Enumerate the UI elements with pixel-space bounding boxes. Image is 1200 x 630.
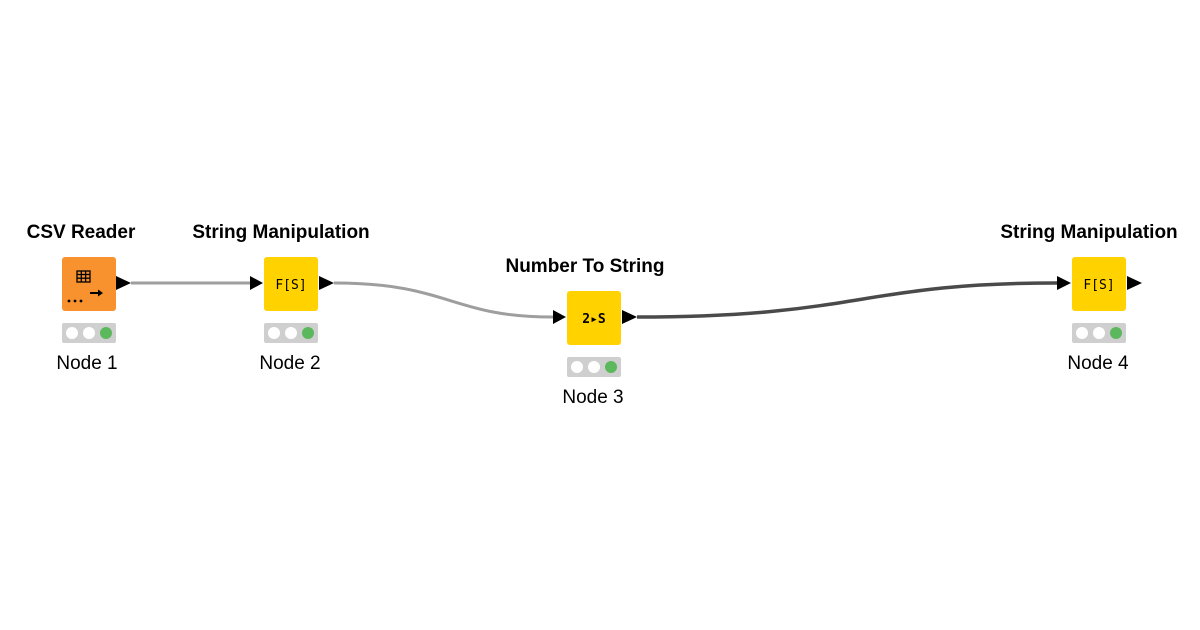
node-2-label[interactable]: Node 2 [259, 353, 321, 374]
output-port[interactable] [319, 276, 334, 290]
input-port[interactable] [553, 310, 566, 324]
status-traffic-light [1072, 323, 1126, 343]
input-port[interactable] [1057, 276, 1071, 290]
output-port[interactable] [1127, 276, 1142, 290]
node-4-label[interactable]: Node 4 [1067, 353, 1129, 374]
connection-node2-node3[interactable] [333, 281, 554, 319]
node-4[interactable]: F[S] [1057, 257, 1142, 343]
output-port[interactable] [622, 310, 637, 324]
status-traffic-light [62, 323, 116, 343]
node-1[interactable] [62, 257, 131, 343]
node-3-title: Number To String [505, 256, 665, 277]
node-4-title: String Manipulation [1000, 222, 1178, 243]
table-arrow-icon [67, 270, 103, 303]
node-1-box[interactable] [62, 257, 116, 311]
number-to-string-icon: 2▸S [582, 312, 606, 327]
node-3-label[interactable]: Node 3 [562, 387, 624, 408]
string-formula-icon: F[S] [275, 278, 306, 293]
node-2-box[interactable] [264, 257, 318, 311]
node-2[interactable]: F[S] [250, 257, 334, 343]
node-2-title: String Manipulation [192, 222, 370, 243]
node-1-label[interactable]: Node 1 [56, 353, 118, 374]
node-3[interactable]: 2▸S [553, 291, 637, 377]
connection-node3-node4[interactable] [636, 281, 1058, 319]
string-formula-icon: F[S] [1083, 278, 1114, 293]
status-traffic-light [264, 323, 318, 343]
input-port[interactable] [250, 276, 263, 290]
node-3-box[interactable] [567, 291, 621, 345]
input-port[interactable] [116, 276, 131, 290]
status-traffic-light [567, 357, 621, 377]
node-4-box[interactable] [1072, 257, 1126, 311]
node-1-title: CSV Reader [26, 222, 136, 243]
